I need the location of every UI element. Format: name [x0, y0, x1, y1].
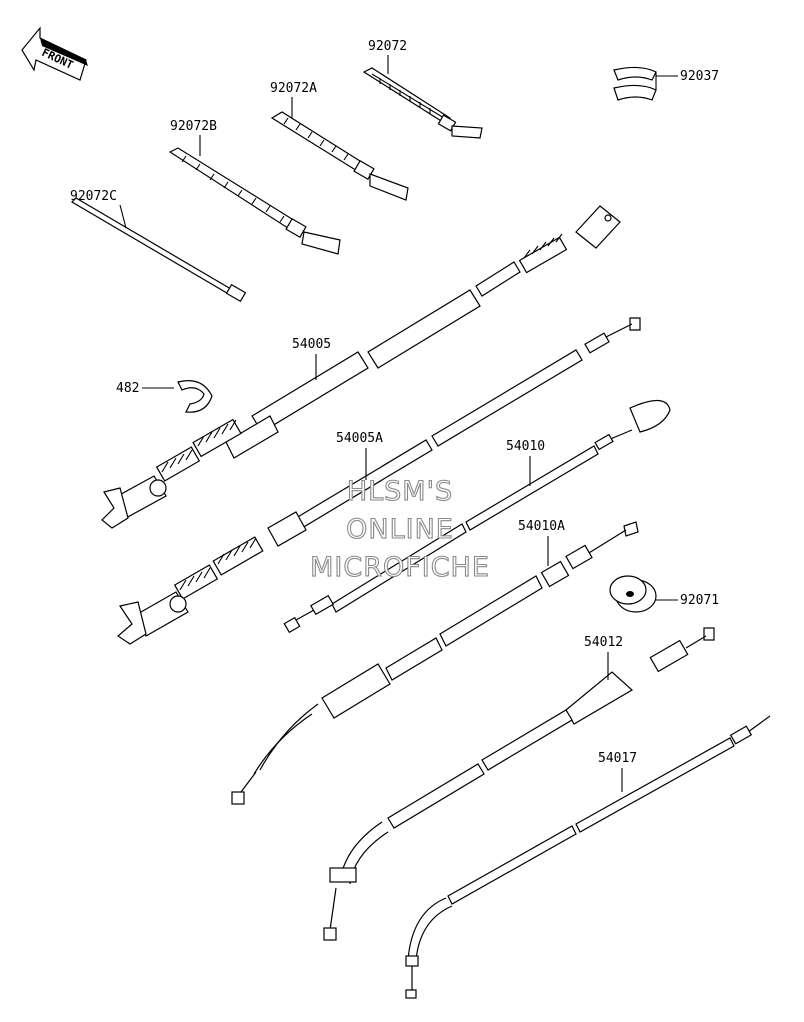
- label-54005: 54005: [292, 337, 331, 352]
- cable-54005-icon: [101, 205, 621, 529]
- cable-tie-92072-icon: [362, 67, 483, 139]
- cable-tie-92072C-icon: [71, 197, 247, 303]
- label-92037: 92037: [680, 69, 719, 84]
- watermark-line-1: HLSM'S: [347, 476, 453, 507]
- cable-tie-92072B-icon: [168, 147, 341, 255]
- cable-54005A-icon: [117, 317, 641, 645]
- label-92072: 92072: [368, 39, 407, 54]
- label-92071: 92071: [680, 593, 719, 608]
- watermark: HLSM'S ONLINE MICROFICHE: [310, 475, 490, 583]
- label-54010A: 54010A: [518, 519, 565, 534]
- label-92072B: 92072B: [170, 119, 217, 134]
- cable-54012-icon: [323, 627, 715, 941]
- label-482: 482: [116, 381, 139, 396]
- watermark-line-3: MICROFICHE: [310, 552, 490, 583]
- watermark-line-2: ONLINE: [346, 514, 454, 545]
- clip-482-icon: [177, 380, 213, 413]
- cable-54017-icon: [405, 715, 771, 999]
- label-92072A: 92072A: [270, 81, 317, 96]
- label-54005A: 54005A: [336, 431, 383, 446]
- cable-tie-92072A-icon: [270, 111, 409, 201]
- label-54017: 54017: [598, 751, 637, 766]
- cable-54010A-icon: [231, 521, 639, 805]
- label-54012: 54012: [584, 635, 623, 650]
- grommet-92071-icon: [609, 575, 657, 613]
- cable-54010-icon: [283, 399, 671, 634]
- label-92072C: 92072C: [70, 189, 117, 204]
- label-54010: 54010: [506, 439, 545, 454]
- front-arrow-icon: FRONT: [21, 26, 88, 81]
- clip-92037-icon: [613, 66, 657, 101]
